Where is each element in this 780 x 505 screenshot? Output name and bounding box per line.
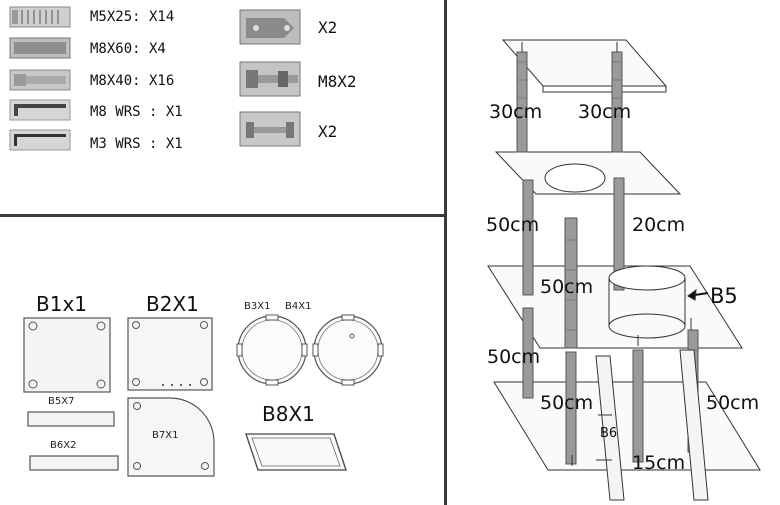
divider-horizontal bbox=[0, 214, 445, 217]
part-b7-board bbox=[127, 397, 215, 477]
part-b8-label: B8X1 bbox=[262, 402, 315, 426]
measure-label: 50cm bbox=[486, 214, 540, 236]
part-b5-label: B5X7 bbox=[48, 396, 75, 407]
hardware-label-m3-wrench: M3 WRS : X1 bbox=[90, 136, 183, 152]
part-b6-label: B6X2 bbox=[50, 440, 77, 451]
measure-label: 20cm bbox=[632, 214, 686, 236]
hardware-label-barrel-bolt: X2 bbox=[318, 122, 338, 141]
measure-label: 30cm bbox=[489, 101, 543, 123]
hardware-label-bracket: X2 bbox=[318, 18, 338, 37]
assembly-diagram bbox=[487, 39, 761, 501]
measure-label: 15cm bbox=[632, 452, 686, 474]
part-b1-board bbox=[23, 317, 111, 393]
measure-label: 50cm bbox=[706, 392, 760, 414]
part-b2-board bbox=[127, 317, 213, 391]
hardware-label-m8-wrench: M8 WRS : X1 bbox=[90, 104, 183, 120]
measure-label: 30cm bbox=[578, 101, 632, 123]
part-b3-label: B3X1 bbox=[244, 301, 271, 312]
measure-label: 50cm bbox=[487, 346, 541, 368]
callout-b6-label: B6 bbox=[600, 426, 618, 441]
barrel-bolt-icon bbox=[239, 111, 301, 147]
divider-vertical bbox=[444, 0, 447, 505]
bolt-nut-icon bbox=[239, 61, 301, 97]
bracket-icon bbox=[239, 9, 301, 45]
bolt-icon bbox=[9, 69, 71, 91]
measure-label: 50cm bbox=[540, 276, 594, 298]
bolt-icon bbox=[9, 37, 71, 59]
part-b4-label: B4X1 bbox=[285, 301, 312, 312]
callout-b5-label: B5 bbox=[710, 284, 738, 308]
measure-label: 50cm bbox=[540, 392, 594, 414]
part-b8-tray bbox=[245, 433, 347, 471]
part-b2-label: B2X1 bbox=[146, 292, 199, 316]
hardware-label-m8x40: M8X40: X16 bbox=[90, 73, 175, 89]
part-b6-strip bbox=[29, 455, 119, 471]
part-b5-strip bbox=[27, 411, 115, 427]
part-b3-ring bbox=[236, 314, 308, 386]
screw-icon bbox=[9, 6, 71, 28]
hardware-label-m8x60: M8X60: X4 bbox=[90, 41, 166, 57]
part-b1-label: B1x1 bbox=[36, 292, 88, 316]
part-b4-ring bbox=[312, 314, 384, 386]
part-b7-label: B7X1 bbox=[152, 430, 179, 441]
hardware-label-bolt-nut: M8X2 bbox=[318, 72, 357, 91]
allen-wrench-icon bbox=[9, 99, 71, 121]
hardware-label-m5x25: M5X25: X14 bbox=[90, 9, 175, 25]
allen-wrench-icon bbox=[9, 129, 71, 151]
